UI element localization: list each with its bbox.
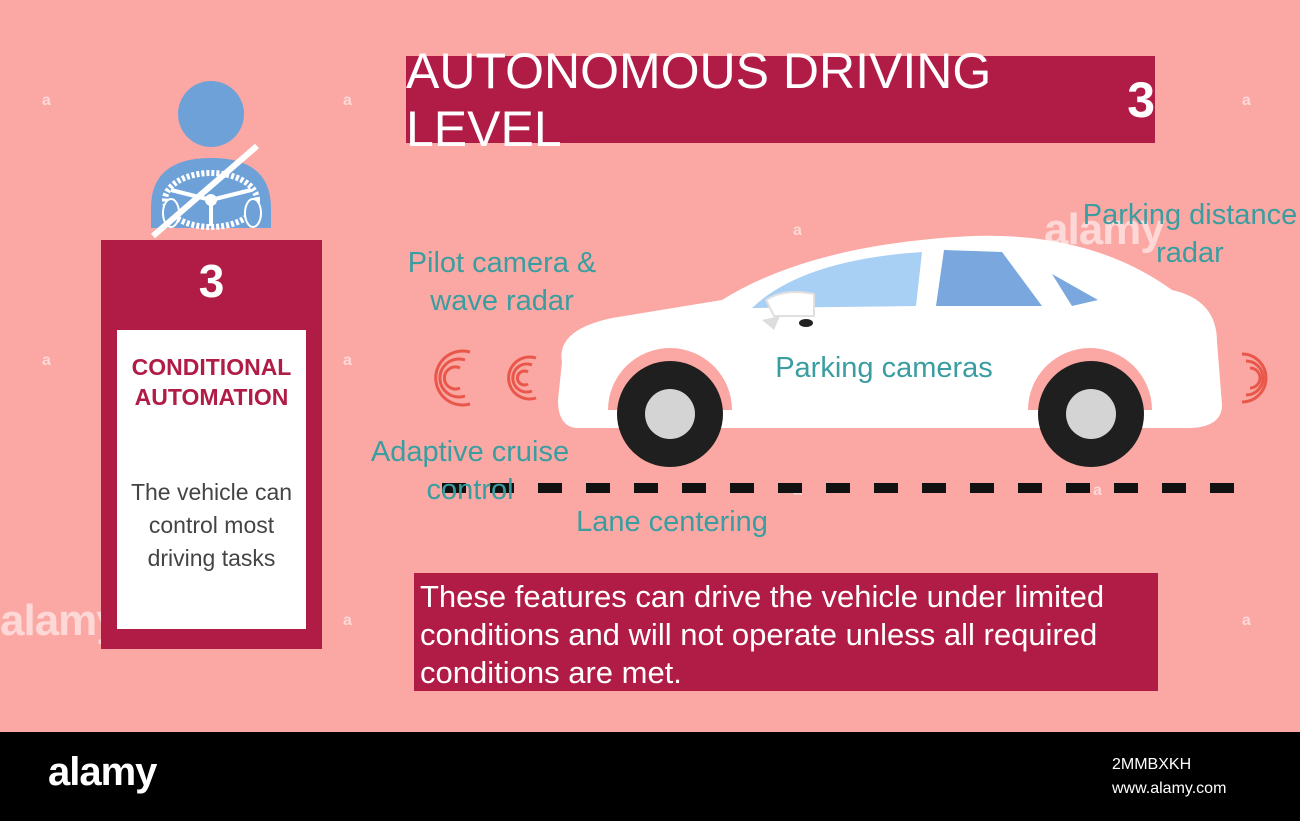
level-name: CONDITIONAL AUTOMATION: [117, 352, 306, 412]
front-radar-waves-icon: [434, 349, 537, 407]
label-parking-distance-radar: Parking distance radar: [1082, 196, 1298, 272]
footer-image-id: 2MMBXKH: [1112, 756, 1192, 773]
footer-bar: alamy 2MMBXKH www.alamy.com: [0, 732, 1300, 821]
label-line: Parking distance: [1082, 199, 1298, 231]
conditions-note: These features can drive the vehicle und…: [414, 573, 1158, 691]
watermark-logo: alamy: [0, 596, 121, 645]
car-illustration: [558, 235, 1222, 467]
level-number: 3: [198, 255, 225, 307]
side-mirror: [764, 291, 815, 317]
label-lane-centering: Lane centering: [576, 506, 768, 538]
level-card: 3 CONDITIONAL AUTOMATION The vehicle can…: [101, 240, 322, 649]
level-card-body: CONDITIONAL AUTOMATION The vehicle can c…: [117, 330, 306, 629]
watermark-mark: a: [42, 352, 51, 369]
footer-logo: alamy: [48, 750, 157, 794]
rear-radar-waves-icon: [1241, 352, 1268, 404]
level-name-line: CONDITIONAL: [131, 354, 292, 380]
label-parking-cameras: Parking cameras: [775, 352, 993, 384]
lane-line: [442, 483, 1248, 493]
watermark-mark: a: [1093, 482, 1102, 499]
infographic: a a a a a a a a a a alamy alamy alamy AU…: [0, 0, 1300, 732]
watermark-mark: a: [1242, 612, 1251, 629]
label-line: radar: [1156, 237, 1224, 269]
rear-hubcap: [1066, 389, 1116, 439]
driver-head: [178, 81, 244, 147]
level-description-line: driving tasks: [147, 545, 276, 571]
level-description-line: The vehicle can: [130, 479, 293, 505]
watermark-mark: a: [343, 92, 352, 109]
watermark-mark: a: [343, 352, 352, 369]
level-name-line: AUTOMATION: [134, 384, 289, 410]
rear-window: [936, 250, 1042, 306]
label-pilot-camera: Pilot camera & wave radar: [392, 244, 612, 320]
front-hubcap: [645, 389, 695, 439]
title-level-number: 3: [1127, 71, 1155, 128]
level-description-line: control most: [148, 512, 275, 538]
rear-quarter-window: [1052, 274, 1098, 306]
watermark-mark: a: [1242, 92, 1251, 109]
watermark-mark: a: [42, 92, 51, 109]
label-line: Pilot camera &: [407, 247, 597, 279]
watermark-mark: a: [793, 222, 802, 239]
level-description: The vehicle can control most driving tas…: [117, 476, 306, 575]
title-text: AUTONOMOUS DRIVING LEVEL: [406, 42, 992, 157]
page-title: AUTONOMOUS DRIVING LEVEL 3: [406, 43, 1155, 157]
parking-camera-front: [762, 316, 780, 330]
footer-url: www.alamy.com: [1112, 780, 1227, 797]
label-line: wave radar: [430, 285, 574, 317]
watermark-mark: a: [343, 612, 352, 629]
hands-off-slash: [151, 143, 259, 239]
label-adaptive-cruise-control: Adaptive cruise control: [370, 436, 570, 506]
driver-figure: [151, 81, 271, 239]
side-camera-icon: [799, 319, 813, 327]
